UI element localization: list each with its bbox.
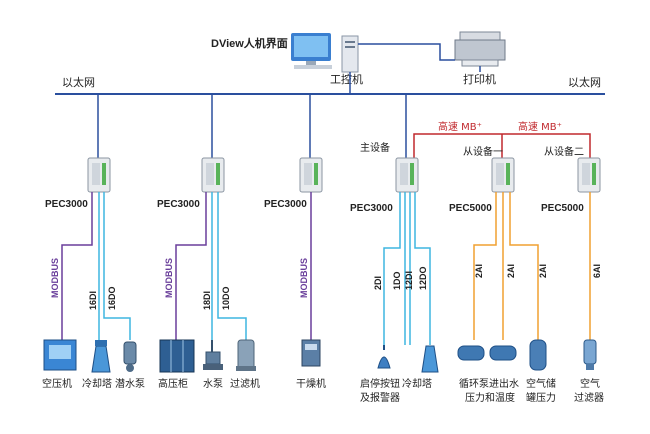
computer-tower-icon — [341, 35, 359, 73]
controller-module-1 — [87, 157, 111, 193]
modbus-label-3: MODBUS — [299, 258, 309, 298]
io-label-4b: 1DO — [392, 271, 402, 290]
circulation-pump-icon — [457, 345, 517, 361]
air-tank-icon — [529, 339, 547, 371]
highspeed-label-1: 高速 MB⁺ — [438, 120, 482, 133]
label-cooling-tower: 冷却塔 — [82, 377, 112, 390]
io-label-5b: 2AI — [506, 264, 516, 278]
label-hv-cabinet: 高压柜 — [158, 377, 188, 390]
printer-icon — [454, 31, 506, 67]
label-airfilter-line2: 过滤器 — [574, 391, 604, 404]
air-filter-icon — [583, 339, 597, 370]
modbus-label-2: MODBUS — [164, 258, 174, 298]
io-label-1a: 16DI — [88, 291, 98, 310]
controller-module-3 — [299, 157, 323, 193]
model-label-5: PEC5000 — [449, 203, 492, 214]
workstation-links — [349, 43, 481, 94]
group1-wiring — [61, 192, 131, 340]
label-water-pump: 水泵 — [203, 378, 223, 390]
label-tank-line1: 空气储 — [526, 377, 556, 390]
label-air-compressor: 空压机 — [42, 377, 72, 390]
filter-machine-icon — [236, 339, 256, 371]
highspeed-label-2: 高速 MB⁺ — [518, 120, 562, 133]
controller-module-4 — [395, 157, 419, 193]
slave2-role-label: 从设备二 — [544, 145, 584, 158]
label-tank-line2: 罐压力 — [526, 391, 556, 404]
io-label-6a: 6AI — [592, 264, 602, 278]
monitor-icon — [291, 33, 332, 69]
water-pump-icon — [203, 340, 223, 370]
highspeed-link — [413, 133, 591, 158]
label-filter: 过滤机 — [230, 377, 260, 390]
label-circ-line2: 压力和温度 — [465, 391, 515, 404]
printer-label: 打印机 — [463, 72, 496, 86]
model-label-1: PEC3000 — [45, 199, 88, 210]
model-label-2: PEC3000 — [157, 199, 200, 210]
model-label-3: PEC3000 — [264, 199, 307, 210]
cooling-tower-icon — [91, 340, 111, 373]
ethernet-drops — [97, 94, 407, 158]
group2-wiring — [175, 192, 247, 340]
group4-wiring — [383, 192, 431, 345]
controller-module-5 — [491, 157, 515, 193]
label-cooling-tower-2: 冷却塔 — [402, 377, 432, 390]
label-dryer: 干燥机 — [296, 377, 326, 390]
master-role-label: 主设备 — [360, 141, 390, 154]
model-label-6: PEC5000 — [541, 203, 584, 214]
io-label-5a: 2AI — [474, 264, 484, 278]
label-sub-pump: 潜水泵 — [115, 377, 145, 390]
label-airfilter-line1: 空气 — [580, 377, 600, 390]
label-alarm-line1: 启停按钮 — [360, 377, 400, 390]
slave1-role-label: 从设备一 — [463, 145, 503, 158]
io-label-2a: 18DI — [202, 291, 212, 310]
io-label-5c: 2AI — [538, 264, 548, 278]
io-label-4c: 12DI — [404, 271, 414, 290]
io-label-4d: 12DO — [418, 266, 428, 290]
controller-module-6 — [577, 157, 601, 193]
model-label-4: PEC3000 — [350, 203, 393, 214]
ethernet-label-right: 以太网 — [568, 76, 601, 89]
io-label-2b: 10DO — [221, 286, 231, 310]
label-circ-line1: 循环泵进出水 — [459, 377, 519, 390]
hv-cabinet-icon — [159, 339, 195, 373]
group5-wiring — [473, 192, 539, 340]
ethernet-label-left: 以太网 — [62, 76, 95, 89]
label-alarm-line2: 及报警器 — [360, 391, 400, 404]
alarm-button-icon — [377, 345, 391, 369]
io-label-1b: 16DO — [107, 286, 117, 310]
modbus-label-1: MODBUS — [50, 258, 60, 298]
cooling-tower-2-icon — [421, 345, 439, 373]
submersible-pump-icon — [123, 341, 137, 372]
pc-label: 工控机 — [330, 72, 363, 86]
controller-module-2 — [201, 157, 225, 193]
air-compressor-icon — [43, 339, 77, 371]
software-label: DView人机界面 — [211, 36, 288, 50]
io-label-4a: 2DI — [373, 276, 383, 290]
dryer-icon — [301, 339, 321, 367]
